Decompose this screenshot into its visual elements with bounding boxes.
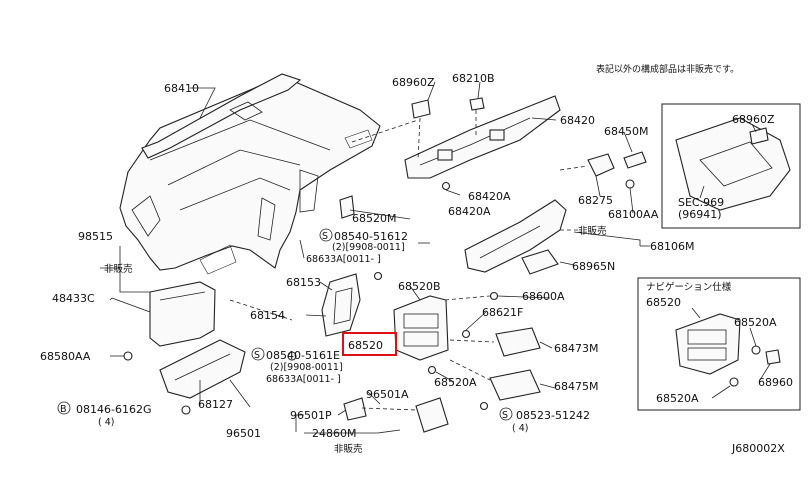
clip-68960Z bbox=[411, 99, 431, 119]
label-68960Z: 68960Z bbox=[392, 76, 435, 89]
label-68633A-b: 68633A[0011- ] bbox=[266, 374, 341, 385]
navi-screw-68520A-b bbox=[729, 377, 739, 387]
label-sec969-sub: (96941) bbox=[678, 208, 722, 221]
label-68154: 68154 bbox=[250, 309, 285, 322]
screw-08146 bbox=[181, 405, 191, 415]
label-08540-b-qty: (2)[9908-0011] bbox=[270, 362, 343, 373]
label-sec969: SEC.969 bbox=[678, 196, 724, 209]
label-circle-s-c: S bbox=[502, 410, 508, 421]
bracket-68153 bbox=[321, 273, 361, 337]
label-navi-68520: 68520 bbox=[646, 296, 681, 309]
tray-68965N bbox=[521, 249, 559, 275]
highlight-68520-box bbox=[342, 332, 397, 356]
label-circle-s-b: S bbox=[254, 350, 260, 361]
label-68520-highlighted: 68520 bbox=[348, 339, 383, 352]
label-68420A-a: 68420A bbox=[468, 190, 511, 203]
footer-code: J680002X bbox=[731, 442, 785, 455]
dash-panel-shape bbox=[119, 75, 381, 271]
part-labels: 表記以外の構成部品は非販売です。 68410 68960Z 68210B 684… bbox=[40, 63, 793, 455]
clip-68621F bbox=[461, 329, 471, 339]
label-68106M: 68106M bbox=[650, 240, 694, 253]
label-68420A-b: 68420A bbox=[448, 205, 491, 218]
dash-top-pad bbox=[141, 73, 302, 159]
label-08540-b: 08540-5161E bbox=[266, 349, 340, 362]
label-68410: 68410 bbox=[164, 82, 199, 95]
label-08540-a-qty: (2)[9908-0011] bbox=[332, 242, 405, 253]
circle-s-icon bbox=[251, 347, 265, 361]
screw-68420A bbox=[441, 181, 451, 191]
label-68633A-a: 68633A[0011- ] bbox=[306, 254, 381, 265]
label-navi-68960: 68960 bbox=[758, 376, 793, 389]
glovebox-48433C bbox=[149, 281, 216, 347]
note-not-sold: 表記以外の構成部品は非販売です。 bbox=[596, 63, 739, 75]
duct-clip bbox=[437, 149, 453, 161]
label-navi-68520A-a: 68520A bbox=[734, 316, 777, 329]
label-96501A: 96501A bbox=[366, 388, 409, 401]
label-navi-68520A-b: 68520A bbox=[656, 392, 699, 405]
part-24860M bbox=[415, 397, 449, 433]
screw-68633A bbox=[373, 271, 383, 281]
label-08523-qty: ( 4) bbox=[512, 423, 528, 434]
glovebox-frame-68127 bbox=[159, 339, 246, 399]
clip-96501P bbox=[343, 397, 367, 421]
label-08146-qty: ( 4) bbox=[98, 417, 114, 428]
label-68100AA: 68100AA bbox=[608, 208, 659, 221]
leader-lines bbox=[100, 81, 650, 434]
box-68473M bbox=[495, 327, 541, 357]
label-68210B: 68210B bbox=[452, 72, 495, 85]
label-08540-a: 08540-51612 bbox=[334, 230, 408, 243]
label-96501P: 96501P bbox=[290, 409, 332, 422]
label-08523: 08523-51242 bbox=[516, 409, 590, 422]
label-not-sold-b: 非販売 bbox=[578, 225, 607, 237]
label-68473M: 68473M bbox=[554, 342, 598, 355]
label-68965N: 68965N bbox=[572, 260, 615, 273]
screw-68580AA bbox=[123, 351, 133, 361]
box-68475M bbox=[489, 369, 541, 401]
label-08146: 08146-6162G bbox=[76, 403, 151, 416]
duct-clip bbox=[489, 129, 505, 141]
circle-s-icon bbox=[319, 228, 333, 242]
clip-68210B bbox=[469, 97, 485, 111]
label-68450M: 68450M bbox=[604, 125, 648, 138]
label-not-sold-a: 非販売 bbox=[104, 263, 133, 275]
label-48433C: 48433C bbox=[52, 292, 95, 305]
label-98515: 98515 bbox=[78, 230, 113, 243]
circle-s-icon bbox=[499, 407, 513, 421]
label-68580AA: 68580AA bbox=[40, 350, 91, 363]
label-68621F: 68621F bbox=[482, 306, 523, 319]
inset-68960Z-part bbox=[749, 127, 769, 145]
bolt-68100AA bbox=[625, 179, 635, 189]
navi-screw-68520A bbox=[751, 345, 761, 355]
label-navi-title: ナビゲーション仕様 bbox=[646, 281, 732, 293]
label-68153: 68153 bbox=[286, 276, 321, 289]
label-68600A: 68600A bbox=[522, 290, 565, 303]
label-68520M: 68520M bbox=[352, 212, 396, 225]
label-24860M: 24860M bbox=[312, 427, 356, 440]
screw-08540 bbox=[287, 351, 297, 361]
label-circle-b: B bbox=[60, 404, 67, 415]
label-inset-68960Z: 68960Z bbox=[732, 113, 775, 126]
label-68275: 68275 bbox=[578, 194, 613, 207]
screw-68520A bbox=[427, 365, 437, 375]
label-68475M: 68475M bbox=[554, 380, 598, 393]
circle-b-icon bbox=[57, 401, 71, 415]
vent-68275 bbox=[587, 153, 615, 177]
vent-68450M bbox=[623, 151, 647, 169]
label-68420: 68420 bbox=[560, 114, 595, 127]
label-circle-s-a: S bbox=[322, 231, 328, 242]
label-not-sold-c: 非販売 bbox=[334, 443, 363, 455]
screw-08523 bbox=[479, 401, 489, 411]
clip-68520M bbox=[339, 195, 355, 219]
label-68127: 68127 bbox=[198, 398, 233, 411]
screw-68600A bbox=[489, 291, 499, 301]
label-68520B: 68520B bbox=[398, 280, 441, 293]
label-68520A: 68520A bbox=[434, 376, 477, 389]
navi-68960-part bbox=[765, 349, 781, 365]
label-96501: 96501 bbox=[226, 427, 261, 440]
